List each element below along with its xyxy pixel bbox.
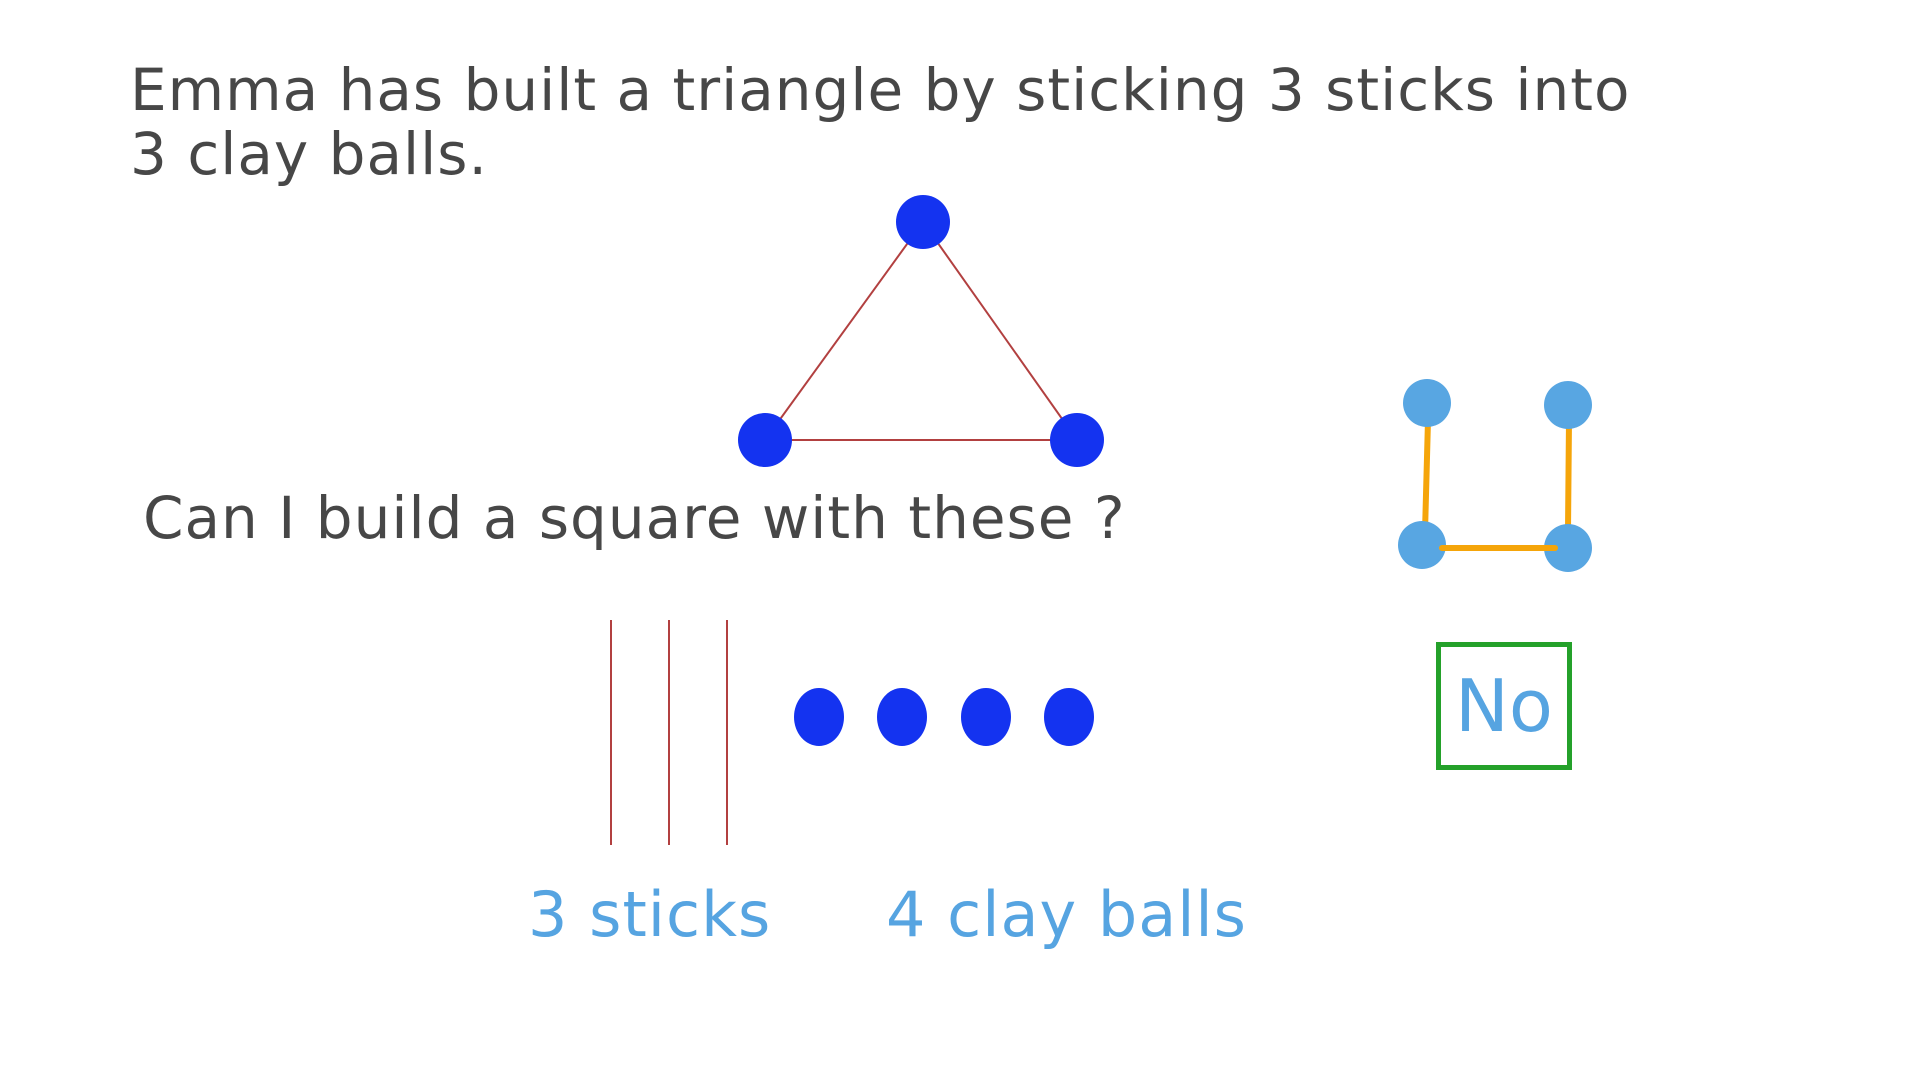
loose-clay-balls [794,688,1094,746]
clay-ball-top [896,195,950,249]
clay-ball-bottom-left [738,413,792,467]
problem-line-1: Emma has built a triangle by sticking 3 … [130,56,1631,124]
question-text: Can I build a square with these ? [143,484,1126,552]
clay-ball-bottom-right [1050,413,1104,467]
clay-ball-4 [1044,688,1094,746]
square-stick-right [1565,417,1572,533]
clay-balls-label: 4 clay balls [886,878,1247,951]
problem-statement: Emma has built a triangle by sticking 3 … [130,58,1631,186]
sticks-label: 3 sticks [528,878,772,951]
triangle-stick-left [764,221,924,441]
clay-ball-3 [961,688,1011,746]
square-ball-top-right [1544,381,1592,429]
answer-box: No [1436,642,1572,770]
triangle-stick-right [922,221,1078,441]
square-ball-top-left [1403,379,1451,427]
problem-line-2: 3 clay balls. [130,120,488,188]
square-stick-left [1422,417,1431,535]
triangle-diagram [738,195,1104,467]
loose-sticks [610,620,728,845]
clay-ball-2 [877,688,927,746]
clay-ball-1 [794,688,844,746]
square-ball-bottom-left [1398,521,1446,569]
square-ball-bottom-right [1544,524,1592,572]
incomplete-square-diagram [1398,379,1592,572]
answer-text: No [1455,664,1553,748]
